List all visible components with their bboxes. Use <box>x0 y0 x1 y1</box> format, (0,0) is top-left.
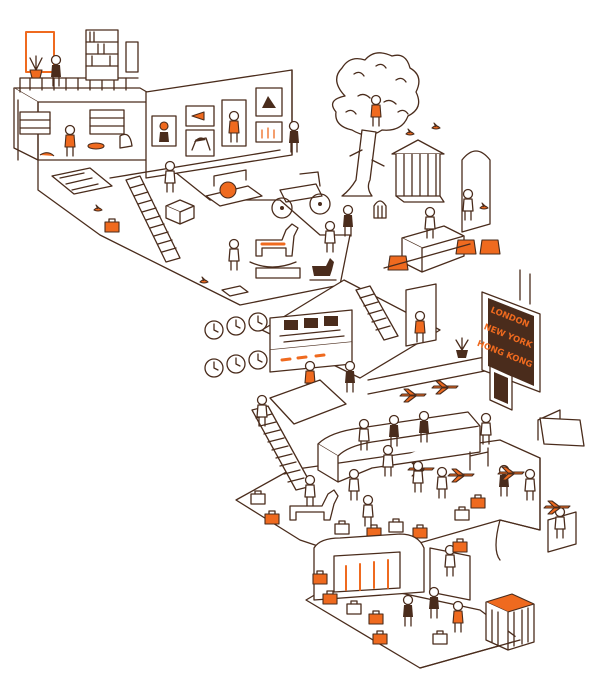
person-icon <box>418 410 430 443</box>
clock-icon <box>226 316 246 336</box>
plant-icon <box>29 55 43 79</box>
bag-icon <box>387 255 409 271</box>
horse-icon <box>289 489 339 521</box>
rocking-horse-icon <box>249 223 301 279</box>
escalator-icon <box>313 533 425 601</box>
suitcase-icon <box>452 538 468 553</box>
clock-icon <box>204 320 224 340</box>
garden-area <box>331 52 501 273</box>
bag-icon <box>455 239 477 255</box>
bird-icon <box>431 122 441 130</box>
person-icon <box>50 54 62 87</box>
clock-icon <box>204 358 224 378</box>
person-icon <box>358 418 370 451</box>
checkin-hall <box>235 379 585 561</box>
staircase-icon <box>125 175 181 263</box>
carriage-icon <box>271 171 331 219</box>
crate-icon <box>165 199 195 225</box>
plant-icon <box>455 337 469 358</box>
departure-board: LONDON NEW YORK HONG KONG <box>475 269 541 411</box>
baggage-hall <box>305 533 535 669</box>
airplane-icon <box>431 380 459 395</box>
tree-icon <box>331 52 420 197</box>
control-panel-icon <box>269 309 353 373</box>
painting-icon <box>255 121 283 143</box>
person-icon <box>344 360 356 393</box>
staircase-icon <box>355 285 399 341</box>
control-room <box>204 279 501 403</box>
bag-icon <box>479 239 501 255</box>
birdcage-icon <box>373 200 387 219</box>
person-icon <box>64 124 76 157</box>
person-icon <box>342 204 354 237</box>
clock-icon <box>248 350 268 370</box>
person-icon <box>388 414 400 447</box>
clock-icon <box>248 312 268 332</box>
person-icon <box>288 120 300 153</box>
clock-icon <box>226 354 246 374</box>
top-mezzanine <box>13 29 165 161</box>
airplane-icon <box>399 388 427 403</box>
crate-icon <box>485 593 535 651</box>
painting-icon <box>185 129 215 157</box>
bird-icon <box>405 128 415 136</box>
person-icon <box>480 412 492 445</box>
museum-floor <box>17 69 354 306</box>
horse-toy-icon <box>309 258 337 281</box>
bookshelf-icon <box>85 29 119 81</box>
birdcage-icon <box>391 139 445 203</box>
